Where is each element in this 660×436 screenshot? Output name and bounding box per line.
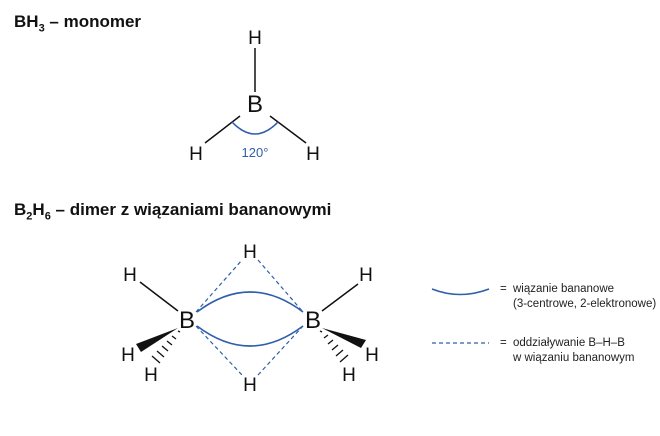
legend-banana-symbol	[431, 288, 490, 296]
dashed-bl-hb	[195, 325, 243, 376]
hash-bond-right	[319, 330, 349, 363]
atom-h-right: H	[306, 144, 320, 165]
atom-b-right: B	[305, 307, 321, 334]
atom-h-right-hash: H	[342, 365, 356, 386]
monomer-title: BH3 – monomer	[14, 12, 142, 35]
dimer-title: B2H6 – dimer z wiązaniami bananowymi	[14, 200, 332, 223]
bond-br-h-top	[321, 283, 359, 312]
angle-arc	[231, 121, 279, 135]
wedge-bond-left	[136, 328, 178, 352]
atom-h-left: H	[189, 144, 203, 165]
banana-bond-bottom	[196, 325, 304, 347]
atom-h-bridge-bottom: H	[243, 375, 257, 396]
wedge-bond-right	[322, 328, 366, 348]
legend-eq-1: =	[500, 283, 507, 295]
atom-h-top: H	[248, 28, 262, 49]
dimer-structure: B B H H H H H H H H	[121, 242, 379, 396]
angle-label: 120°	[242, 145, 269, 160]
atom-h-left-hash: H	[144, 365, 158, 386]
atom-b-left: B	[179, 307, 195, 334]
dashed-hb-br	[257, 325, 304, 376]
legend-interaction-label-1: oddziaływanie B–H–B	[513, 337, 625, 349]
dashed-bl-ht	[195, 259, 243, 313]
monomer-structure: H B H H 120°	[189, 28, 320, 165]
bond-b-h-left	[204, 115, 241, 144]
legend-banana-label-2: (3-centrowe, 2-elektronowe)	[513, 298, 656, 310]
atom-h-left-top: H	[123, 265, 137, 286]
atom-h-bridge-top: H	[243, 242, 257, 263]
atom-h-right-wedge: H	[365, 345, 379, 366]
bond-bl-h-top	[139, 281, 179, 312]
bond-b-h-right	[269, 115, 307, 144]
atom-b-center: B	[247, 91, 263, 118]
legend-banana-label-1: wiązanie bananowe	[512, 283, 614, 295]
atom-h-right-top: H	[359, 265, 373, 286]
legend-interaction-label-2: w wiązaniu bananowym	[512, 352, 634, 364]
dashed-ht-br	[257, 259, 304, 313]
legend-eq-2: =	[500, 337, 507, 349]
banana-bond-top	[196, 291, 304, 313]
atom-h-left-wedge: H	[121, 345, 135, 366]
legend: = wiązanie bananowe (3-centrowe, 2-elekt…	[431, 283, 656, 364]
hash-bond-left	[151, 330, 181, 364]
